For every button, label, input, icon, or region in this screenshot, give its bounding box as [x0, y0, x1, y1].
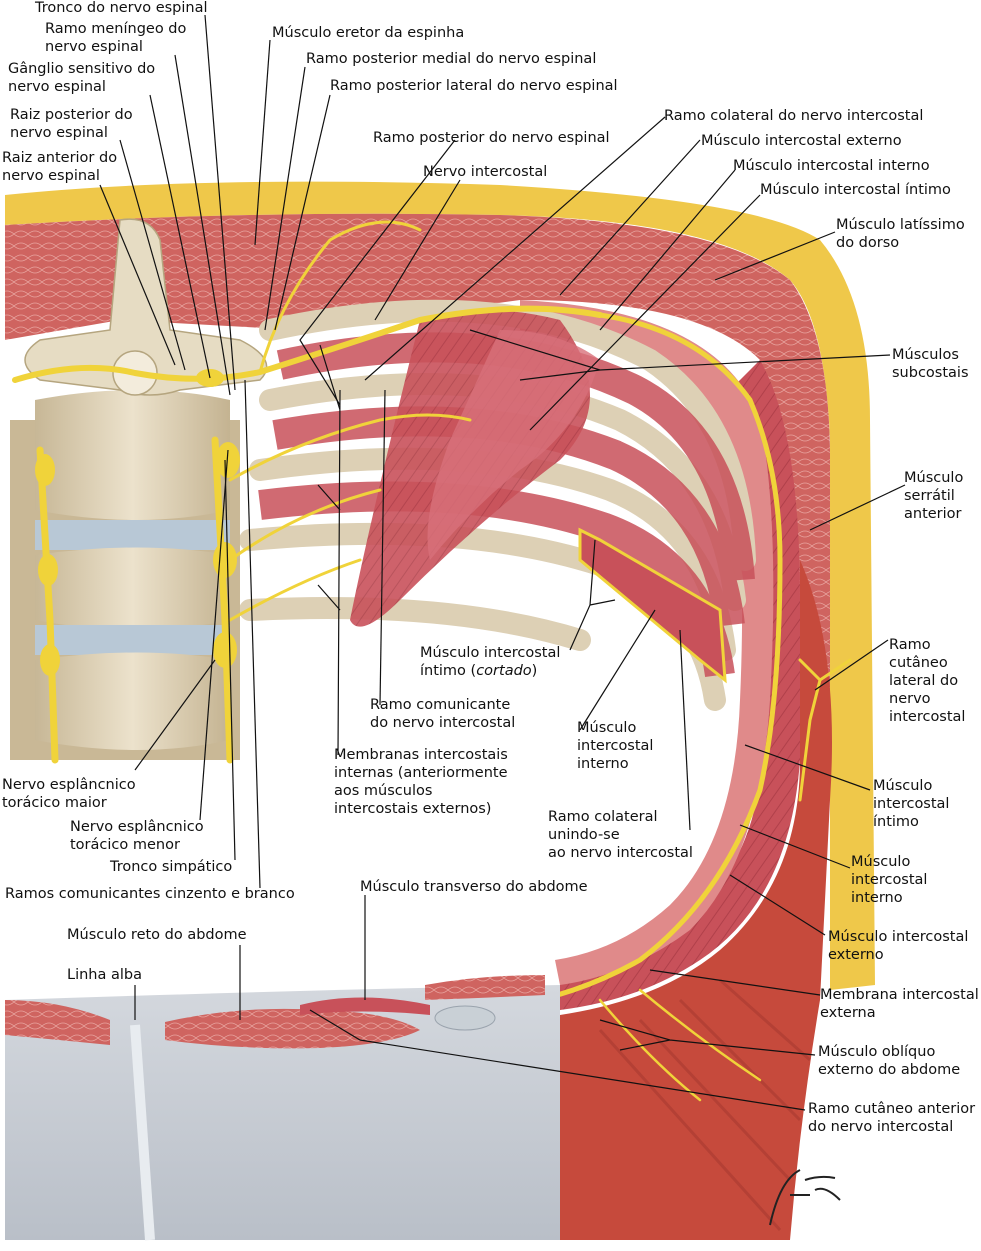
label-cutaneo-lat-2: cutâneo [889, 655, 948, 671]
label-ramo-colateral-top: Ramo colateral do nervo intercostal [664, 108, 924, 124]
label-ic-interno-top: Músculo intercostal interno [733, 158, 930, 174]
label-nervo-intercostal: Nervo intercostal [423, 164, 548, 180]
label-obliquo-2: externo do abdome [818, 1062, 961, 1078]
label-latissimo-2: do dorso [836, 235, 900, 251]
artist-signature [769, 1169, 841, 1226]
label-interno-r-1: Músculo [851, 854, 911, 870]
label-interno-c-1: Músculo [577, 720, 637, 736]
label-serratil-2: serrátil [904, 488, 955, 504]
intimo-cortado-close: ) [531, 663, 538, 679]
label-externo-r-2: externo [828, 947, 884, 963]
rib-arcs [239, 299, 756, 711]
label-interno-c-2: intercostal [577, 738, 654, 754]
label-latissimo-1: Músculo latíssimo [836, 217, 965, 233]
label-interno-r-3: interno [851, 890, 903, 906]
label-membrana-ext-2: externa [820, 1005, 876, 1021]
label-serratil-3: anterior [904, 506, 962, 522]
label-ramos-comunicantes: Ramos comunicantes cinzento e branco [5, 886, 295, 902]
label-esplancnico-menor-1: Nervo esplâncnico [70, 819, 204, 835]
label-colateral-unindo-1: Ramo colateral [548, 809, 658, 825]
label-linha-alba: Linha alba [67, 967, 142, 983]
label-obliquo-1: Músculo oblíquo [818, 1044, 936, 1060]
label-raiz-anterior-2: nervo espinal [2, 168, 100, 184]
label-ic-externo-top: Músculo intercostal externo [701, 133, 902, 149]
oblique-fibers [598, 978, 811, 1232]
label-subcostais-1: Músculos [892, 347, 959, 363]
label-ganglio-2: nervo espinal [8, 79, 106, 95]
leader-lines [99, 14, 906, 1111]
label-raiz-posterior-2: nervo espinal [10, 125, 108, 141]
label-tronco-nervo-espinal: Tronco do nervo espinal [35, 0, 208, 16]
label-reto: Músculo reto do abdome [67, 927, 247, 943]
label-comunicante-1: Ramo comunicante [370, 697, 511, 713]
label-esplancnico-maior-1: Nervo esplâncnico [2, 777, 136, 793]
label-raiz-anterior-1: Raiz anterior do [2, 150, 118, 166]
label-serratil-1: Músculo [904, 470, 964, 486]
label-membranas-int-3: aos músculos [334, 783, 433, 799]
label-intimo-cortado-1: Músculo intercostal [420, 645, 561, 661]
intimo-cortado-italic: cortado [476, 663, 532, 679]
label-post-medial: Ramo posterior medial do nervo espinal [306, 51, 597, 67]
label-cutaneo-lat-5: intercostal [889, 709, 966, 725]
label-intimo-r-2: intercostal [873, 796, 950, 812]
label-post-lateral: Ramo posterior lateral do nervo espinal [330, 78, 618, 94]
label-colateral-unindo-2: unindo-se [548, 827, 620, 843]
label-transverso: Músculo transverso do abdome [360, 879, 588, 895]
label-ramo-meningeo-1: Ramo meníngeo do [45, 21, 187, 37]
label-esplancnico-menor-2: torácico menor [70, 837, 180, 853]
label-colateral-unindo-3: ao nervo intercostal [548, 845, 693, 861]
label-membrana-ext-1: Membrana intercostal [820, 987, 979, 1003]
label-membranas-int-4: intercostais externos) [334, 801, 492, 817]
lateral-muscle-mass [560, 560, 832, 1240]
label-ramo-posterior: Ramo posterior do nervo espinal [373, 130, 610, 146]
subcostal-muscle-sheet-2 [427, 330, 600, 560]
anterior-abdominal-wall [5, 975, 560, 1241]
label-cutaneo-lat-3: lateral do [889, 673, 959, 689]
label-subcostais-2: subcostais [892, 365, 969, 381]
label-cutaneo-lat-1: Ramo [889, 637, 931, 653]
label-membranas-int-1: Membranas intercostais [334, 747, 508, 763]
label-tronco-simpatico: Tronco simpático [110, 859, 233, 875]
label-cutaneo-ant-1: Ramo cutâneo anterior [808, 1101, 976, 1117]
label-ic-intimo-top: Músculo intercostal íntimo [760, 182, 951, 198]
label-cutaneo-ant-2: do nervo intercostal [808, 1119, 954, 1135]
label-membranas-int-2: internas (anteriormente [334, 765, 508, 781]
cut-intimo-window [578, 527, 727, 684]
label-ganglio-1: Gânglio sensitivo do [8, 61, 156, 77]
thoracic-wall-outer [560, 360, 800, 1010]
label-interno-c-3: interno [577, 756, 629, 772]
label-comunicante-2: do nervo intercostal [370, 715, 516, 731]
label-eretor: Músculo eretor da espinha [272, 25, 465, 41]
label-externo-r-1: Músculo intercostal [828, 929, 969, 945]
label-intimo-cortado-2: íntimo (cortado) [420, 663, 537, 680]
label-raiz-posterior-1: Raiz posterior do [10, 107, 133, 123]
label-esplancnico-maior-2: torácico maior [2, 795, 107, 811]
label-cutaneo-lat-4: nervo [889, 691, 931, 707]
label-ramo-meningeo-2: nervo espinal [45, 39, 143, 55]
label-intimo-r-3: íntimo [873, 814, 919, 830]
back-fat-layer [5, 181, 875, 990]
intimo-cortado-text: íntimo ( [420, 663, 477, 679]
ganglia [35, 369, 240, 676]
label-intimo-r-1: Músculo [873, 778, 933, 794]
label-interno-r-2: intercostal [851, 872, 928, 888]
